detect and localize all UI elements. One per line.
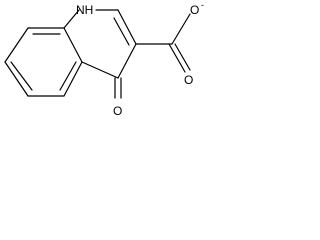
ketone-group [114,77,122,99]
bond-ccarboxyl-o-anion [171,13,191,45]
bond-c2-c3 [117,9,137,45]
bond-c2-c3-inner [113,17,130,46]
quinolone-carboxylate-structure: NH O O O - [4,0,204,118]
carboxylate-group [135,13,191,73]
bond-c5-c4a [63,27,83,63]
bond-c8-c7 [4,61,29,97]
pyridone-ring [63,9,137,79]
benzo-ring [4,27,83,97]
ketone-oxygen-label: O [113,104,122,118]
bond-c3-c4 [117,43,137,79]
anion-oxygen-label: O [190,3,199,17]
bond-inner-right [59,61,77,91]
bond-ccarboxyl-o-double [174,43,191,71]
carbonyl-oxygen-label: O [184,73,193,87]
anion-charge-label: - [201,0,204,10]
nh-label: NH [76,3,93,17]
bond-c4-c4a [81,61,119,79]
bond-ccarboxyl-o [168,43,186,73]
bond-c6-c5 [63,61,83,97]
bond-c8a-n1 [63,9,80,29]
bond-inner-left [10,61,33,91]
bond-c8a-c8 [4,27,29,63]
